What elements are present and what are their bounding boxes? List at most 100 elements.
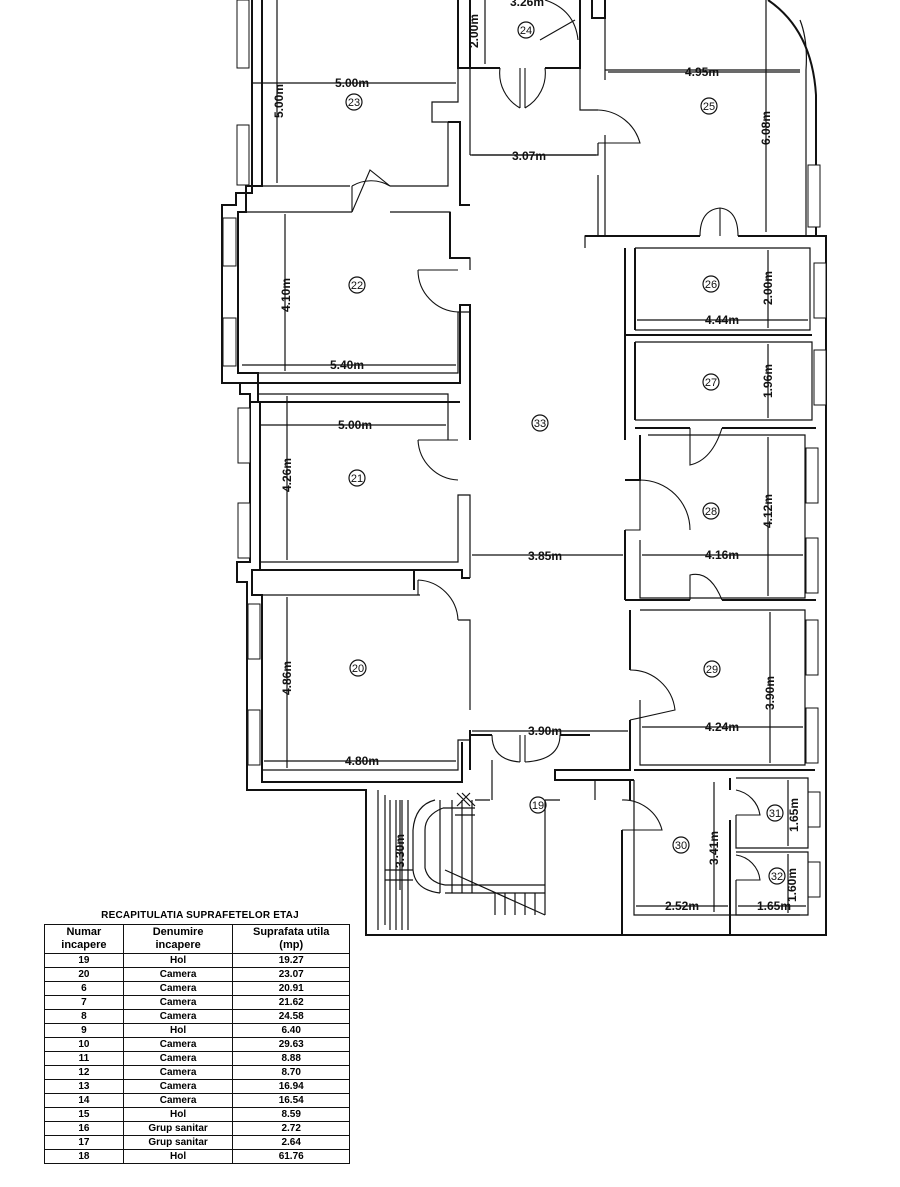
dimension-labels: 2.00m 5.00m 5.00m 4.95m 6.08m 3.07m 4.10… — [272, 0, 801, 913]
svg-text:23: 23 — [348, 97, 360, 109]
cell-room-number: 9 — [44, 1023, 124, 1038]
dim-label: 3.90m — [763, 676, 777, 710]
dim-label: 2.00m — [467, 14, 481, 48]
cell-room-name: Grup sanitar — [122, 1135, 234, 1150]
dim-label: 4.86m — [280, 661, 294, 695]
cell-room-name: Camera — [122, 981, 234, 996]
dim-label: 2.52m — [665, 899, 699, 913]
summary-title: RECAPITULATIA SUPRAFETELOR ETAJ — [101, 910, 299, 921]
dim-label: 4.44m — [705, 313, 739, 327]
svg-text:31: 31 — [769, 808, 781, 820]
room-marker: 31 — [766, 804, 784, 822]
cell-useful-area: 2.72 — [232, 1121, 350, 1136]
room-marker: 32 — [768, 867, 786, 885]
cell-useful-area: 23.07 — [232, 967, 350, 982]
dim-label: 1.65m — [757, 899, 791, 913]
room-marker: 24 — [517, 21, 535, 39]
dim-label: 4.16m — [705, 548, 739, 562]
cell-useful-area: 20.91 — [232, 981, 350, 996]
dim-label: 5.00m — [335, 76, 369, 90]
room-marker: 27 — [702, 373, 720, 391]
dim-label: 4.24m — [705, 720, 739, 734]
cell-room-number: 14 — [44, 1093, 124, 1108]
dim-label: 5.40m — [330, 358, 364, 372]
interior-walls — [240, 0, 826, 935]
svg-text:20: 20 — [352, 663, 364, 675]
cell-room-number: 18 — [44, 1149, 124, 1164]
cell-room-number: 16 — [44, 1121, 124, 1136]
svg-text:25: 25 — [703, 101, 715, 113]
dim-label: 3.26m — [510, 0, 544, 9]
svg-text:26: 26 — [705, 279, 717, 291]
windows-right — [805, 164, 827, 898]
cell-room-number: 11 — [44, 1051, 124, 1066]
svg-text:33: 33 — [534, 418, 546, 430]
cell-useful-area: 24.58 — [232, 1009, 350, 1024]
cell-room-name: Camera — [122, 995, 234, 1010]
dim-label: 1.65m — [787, 798, 801, 832]
room-marker: 20 — [349, 659, 367, 677]
svg-text:30: 30 — [675, 840, 687, 852]
dim-label: 4.12m — [761, 494, 775, 528]
dim-label: 3.07m — [512, 149, 546, 163]
dim-label: 4.95m — [685, 65, 719, 79]
staircase — [377, 790, 546, 930]
dim-label: 1.96m — [761, 364, 775, 398]
room-marker: 21 — [348, 469, 366, 487]
dim-label: 6.08m — [759, 111, 773, 145]
cell-room-number: 8 — [44, 1009, 124, 1024]
cell-useful-area: 8.70 — [232, 1065, 350, 1080]
cell-useful-area: 8.59 — [232, 1107, 350, 1122]
cell-useful-area: 16.54 — [232, 1093, 350, 1108]
svg-text:32: 32 — [771, 871, 783, 883]
exterior-walls — [221, 0, 827, 936]
cell-room-number: 17 — [44, 1135, 124, 1150]
dim-label: 4.80m — [345, 754, 379, 768]
cell-room-name: Camera — [122, 1079, 234, 1094]
cell-room-name: Hol — [122, 953, 234, 968]
dim-label: 4.26m — [280, 458, 294, 492]
cell-useful-area: 19.27 — [232, 953, 350, 968]
cell-room-number: 13 — [44, 1079, 124, 1094]
cell-room-name: Hol — [122, 1149, 234, 1164]
cell-room-name: Grup sanitar — [122, 1121, 234, 1136]
cell-useful-area: 8.88 — [232, 1051, 350, 1066]
room-marker: 23 — [345, 93, 363, 111]
dim-label: 3.85m — [528, 549, 562, 563]
cell-useful-area: 16.94 — [232, 1079, 350, 1094]
room-numbers: 19 20 21 22 23 24 25 26 27 28 29 30 31 3… — [345, 21, 786, 885]
svg-text:24: 24 — [520, 25, 532, 37]
dim-label: 2.00m — [761, 271, 775, 305]
svg-text:28: 28 — [705, 506, 717, 518]
dim-label: 5.00m — [272, 84, 286, 118]
cell-useful-area: 61.76 — [232, 1149, 350, 1164]
dimension-lines — [242, 0, 808, 913]
dim-label: 3.30m — [393, 834, 407, 868]
cell-room-number: 7 — [44, 995, 124, 1010]
room-marker: 33 — [531, 414, 549, 432]
room-marker: 25 — [700, 97, 718, 115]
cell-room-name: Camera — [122, 967, 234, 982]
cell-room-name: Camera — [122, 1051, 234, 1066]
cell-room-name: Camera — [122, 1009, 234, 1024]
room-marker: 28 — [702, 502, 720, 520]
room-marker: 19 — [529, 796, 547, 814]
dim-label: 3.90m — [528, 724, 562, 738]
cell-useful-area: 2.64 — [232, 1135, 350, 1150]
cell-room-number: 12 — [44, 1065, 124, 1080]
